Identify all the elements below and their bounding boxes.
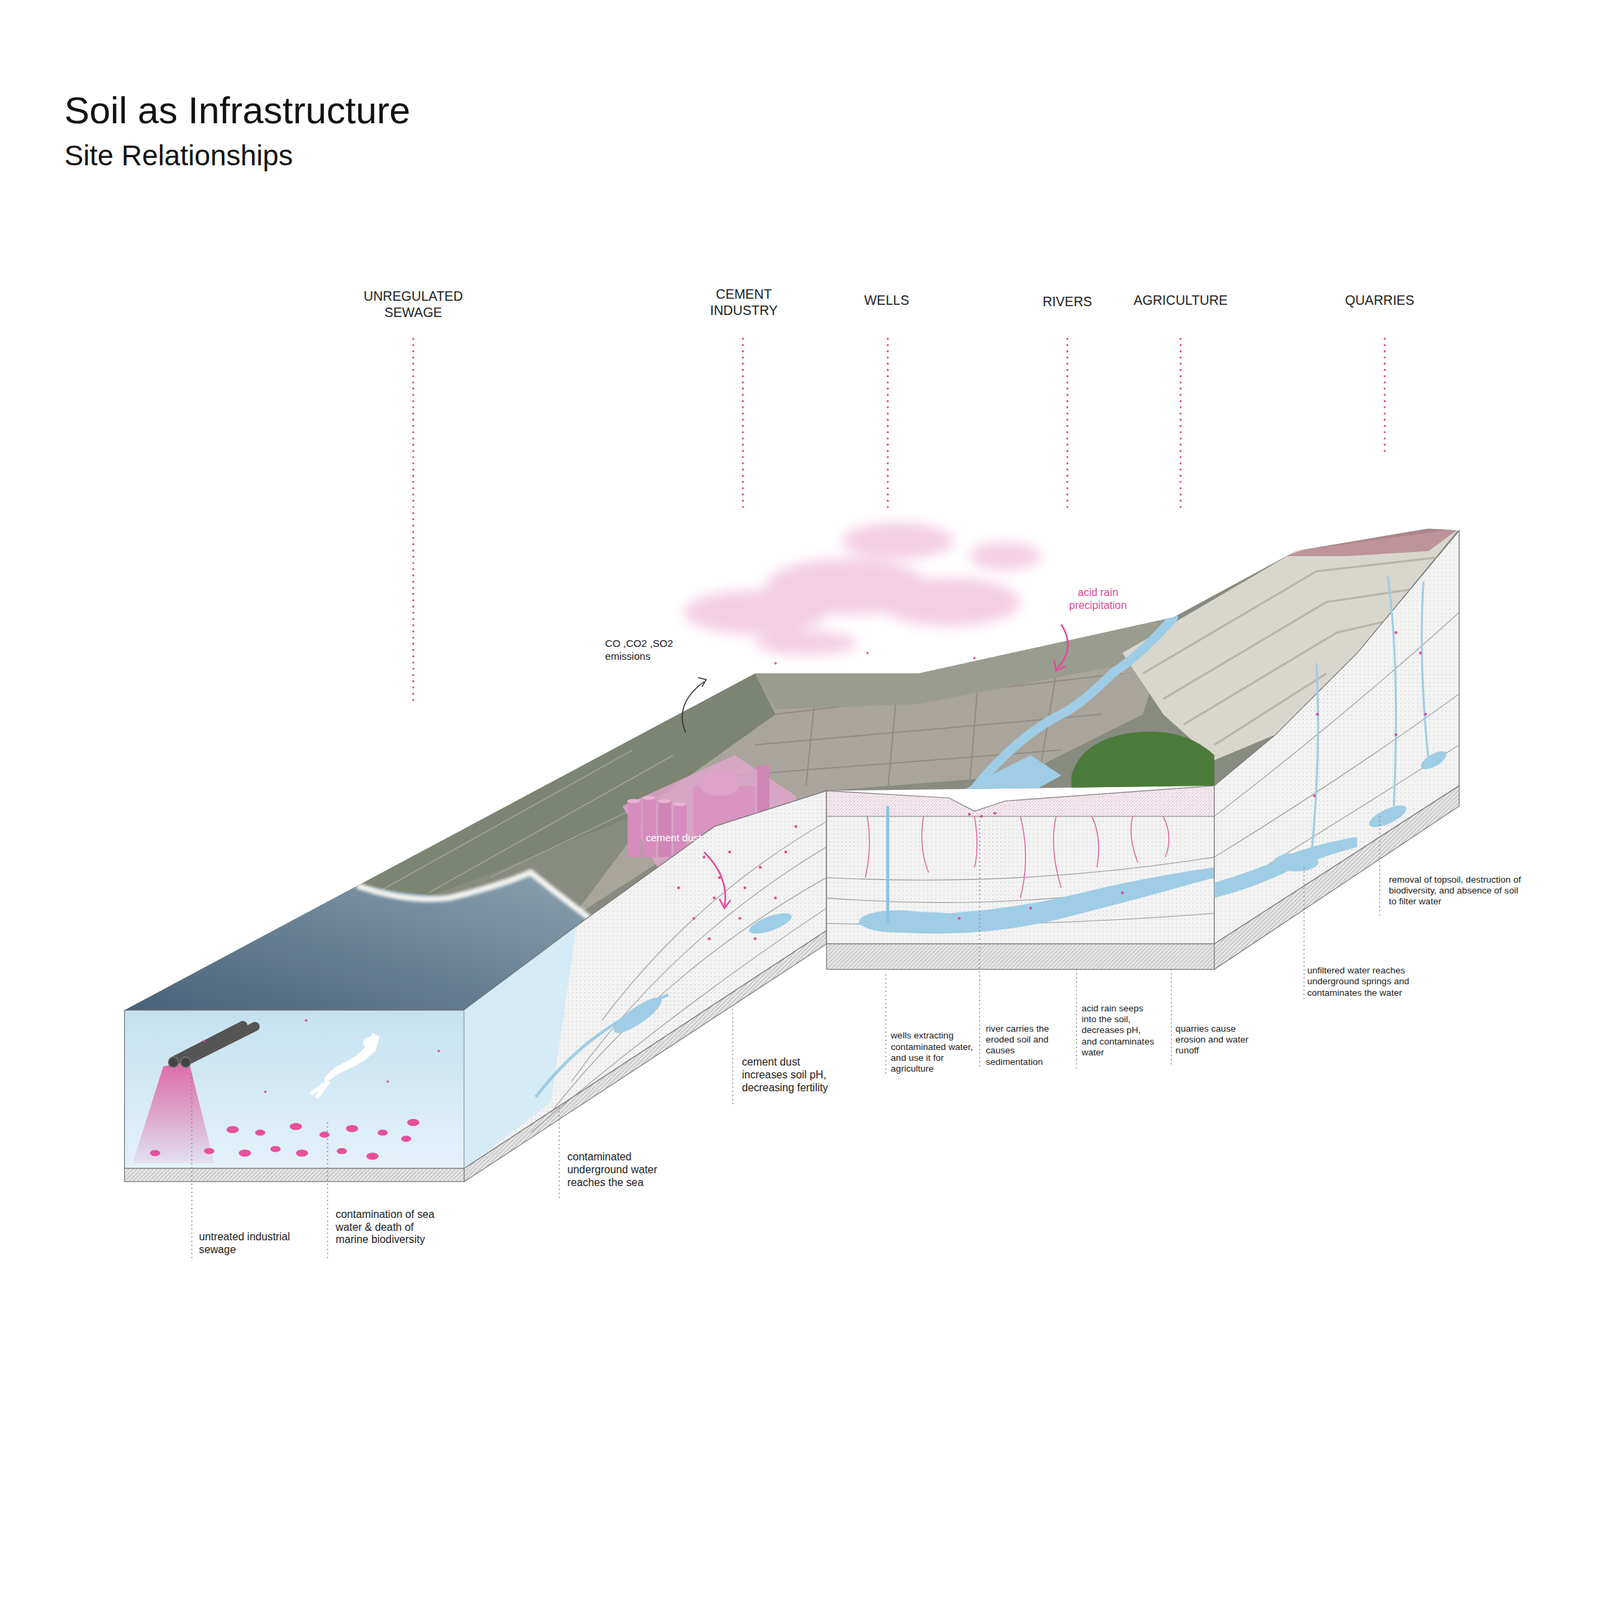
- annotation: cement dust increases soil pH, decreasin…: [741, 1056, 836, 1095]
- annotation: river carries the eroded soil and causes…: [985, 1023, 1070, 1068]
- annotation: quarries cause erosion and water runoff: [1175, 1023, 1249, 1057]
- column-header: RIVERS: [1011, 293, 1124, 310]
- annotation: removal of topsoil, destruction of biodi…: [1388, 874, 1524, 908]
- column-header: UNREGULATED SEWAGE: [346, 288, 480, 321]
- annotation: contamination of sea water & death of ma…: [335, 1208, 439, 1248]
- column-header: QUARRIES: [1318, 292, 1441, 309]
- annotation: wells extracting contaminated water, and…: [890, 1030, 981, 1075]
- subtitle: Site Relationships: [64, 138, 293, 174]
- column-header: WELLS: [830, 292, 943, 309]
- column-header: CEMENT INDUSTRY: [687, 286, 800, 319]
- annotation: acid rain precipitation: [1057, 586, 1140, 613]
- column-header: AGRICULTURE: [1114, 292, 1248, 309]
- annotation: untreated industrial sewage: [199, 1230, 306, 1257]
- annotation: unfiltered water reaches underground spr…: [1307, 965, 1443, 999]
- diagram-title: Soil as Infrastructure: [64, 88, 411, 134]
- annotation: contaminated underground water reaches t…: [567, 1150, 662, 1190]
- annotation: CO ,CO2 ,SO2 emissions: [604, 637, 687, 662]
- annotation: cement dust: [646, 831, 718, 845]
- annotation: acid rain seeps into the soil, decreases…: [1081, 1003, 1155, 1059]
